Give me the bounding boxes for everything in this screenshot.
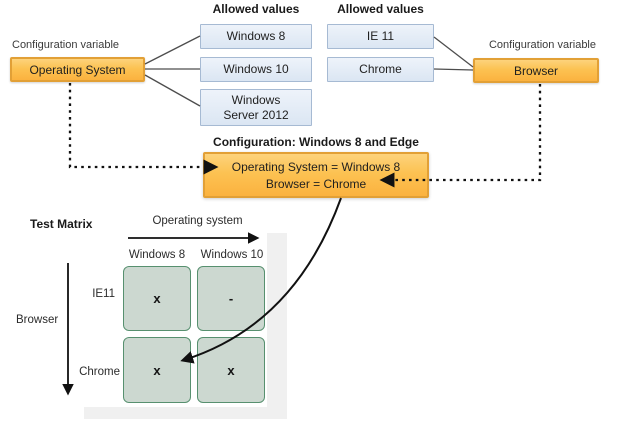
matrix-x-axis-label: Operating system [152,215,243,227]
matrix-cell-chrome-windows8: x [123,337,191,403]
os-value-windows10-label: Windows 10 [223,62,289,76]
matrix-cell-ie11-windows10: - [197,266,265,331]
os-value-windows-server: Windows Server 2012 [200,89,312,126]
os-variable-name: Operating System [29,62,126,77]
os-variable-box: Operating System [10,57,145,82]
matrix-cell-ie11-windows8: x [123,266,191,331]
configuration-line-browser: Browser = Chrome [265,177,367,191]
configuration-line-os: Operating System = Windows 8 [231,160,401,174]
browser-variable-name: Browser [513,63,558,78]
browser-value-ie11: IE 11 [327,24,434,49]
matrix-col-windows10: Windows 10 [200,249,264,261]
browser-allowed-values-heading: Allowed values [337,2,424,16]
matrix-cell-mark: - [228,291,234,306]
matrix-cell-mark: x [227,362,235,378]
os-variable-label: Configuration variable [12,39,120,51]
os-value-windows10: Windows 10 [200,57,312,82]
os-value-windows-server-label: Windows Server 2012 [223,92,289,122]
connector-os-windowsserver [144,74,201,107]
matrix-cell-chrome-windows10: x [197,337,265,403]
browser-variable-box: Browser [473,58,599,83]
browser-value-chrome: Chrome [327,57,434,82]
matrix-cell-mark: x [153,362,161,378]
connector-os-windows8 [144,35,201,65]
os-value-windows8: Windows 8 [200,24,312,49]
dashed-connector-os-to-config [68,83,219,175]
configuration-box: Operating System = Windows 8 Browser = C… [203,152,429,198]
configuration-heading: Configuration: Windows 8 and Edge [213,135,419,149]
connector-ie11-browser [433,36,474,68]
browser-value-ie11-label: IE 11 [366,29,395,43]
test-matrix-title: Test Matrix [30,217,93,231]
matrix-cell-mark: x [153,291,161,306]
os-allowed-values-heading: Allowed values [212,2,300,16]
matrix-row-ie11: IE11 [92,288,115,300]
browser-value-chrome-label: Chrome [359,62,402,76]
matrix-y-axis-label: Browser [16,314,59,326]
os-value-windows8-label: Windows 8 [226,29,286,43]
browser-variable-label: Configuration variable [488,39,596,51]
matrix-row-chrome: Chrome [79,366,120,378]
matrix-col-windows8: Windows 8 [128,249,186,261]
connector-chrome-browser [433,68,474,71]
